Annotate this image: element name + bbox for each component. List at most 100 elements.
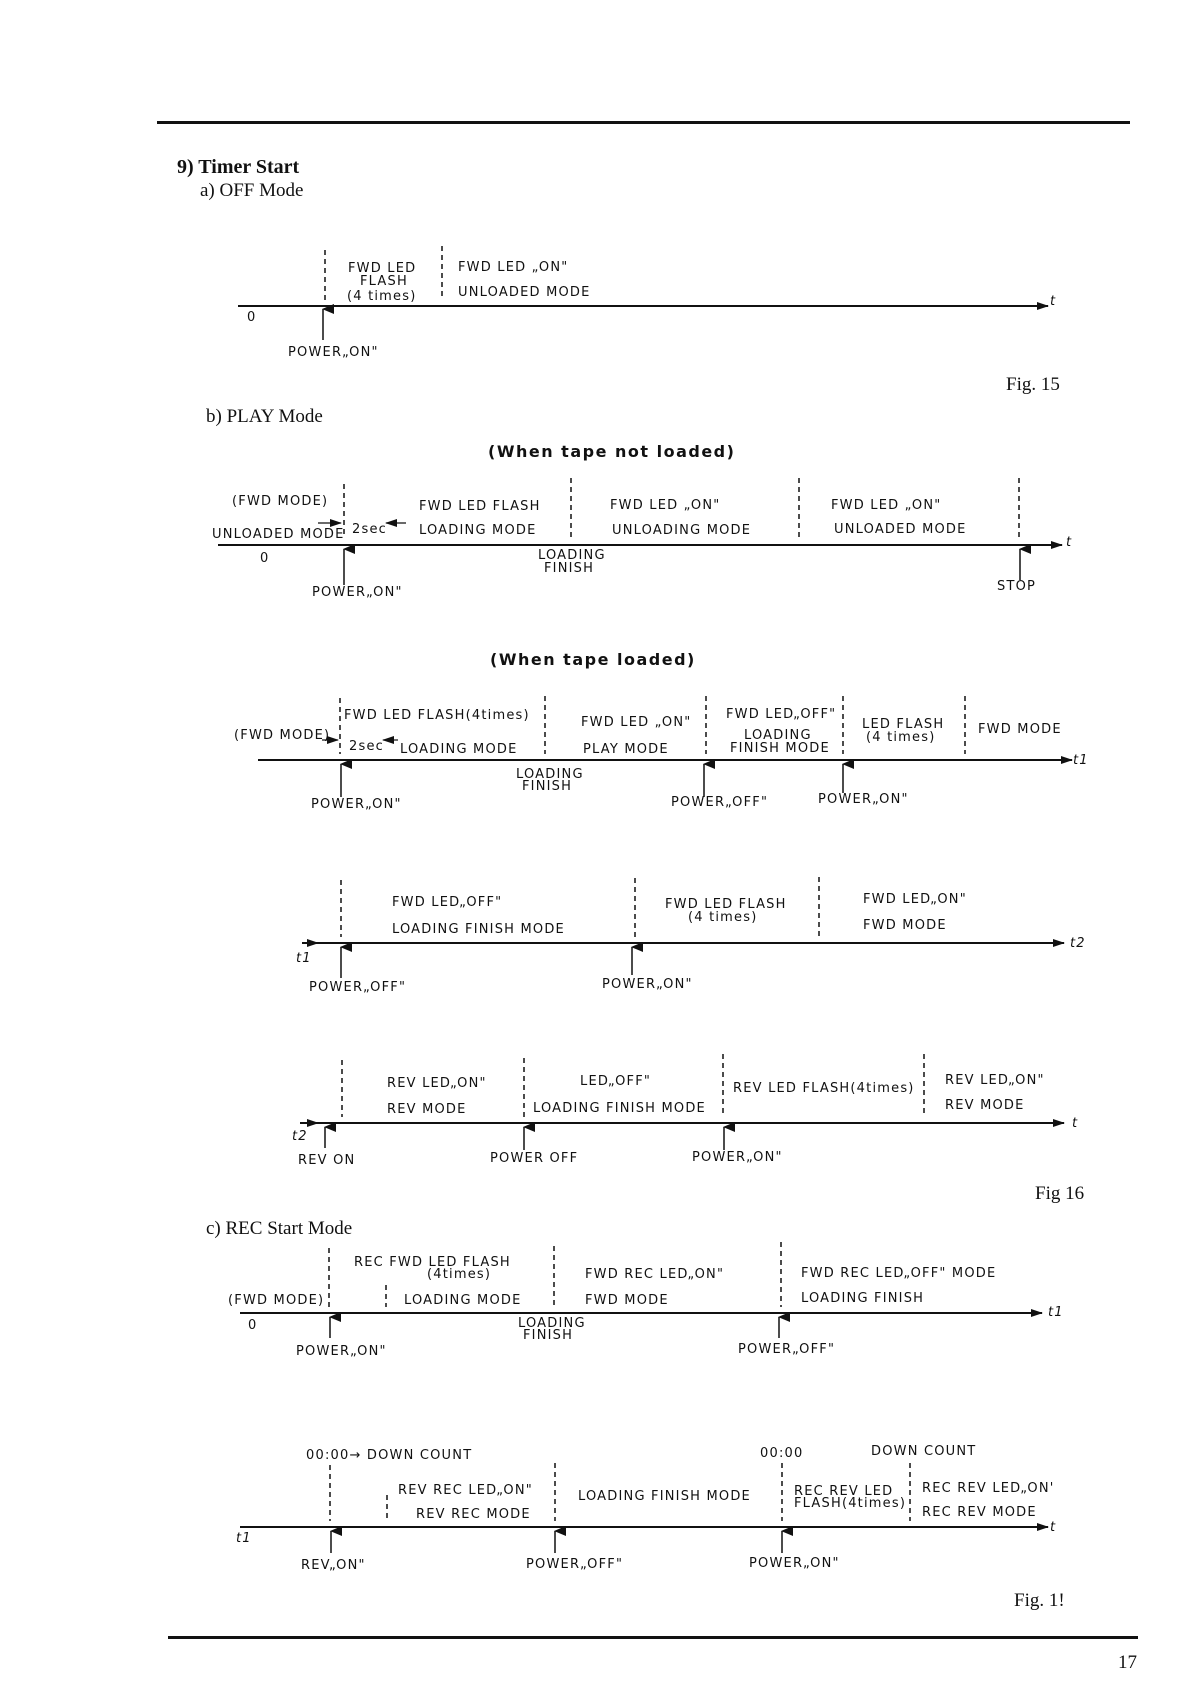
state-label: UNLOADED MODE bbox=[834, 522, 967, 537]
event-label: POWER„ON" bbox=[602, 977, 693, 992]
event-label: LOADING bbox=[516, 767, 584, 782]
event-label: POWER OFF bbox=[490, 1151, 578, 1166]
event-label: POWER„ON" bbox=[749, 1556, 840, 1571]
state-label: REV LED„ON" bbox=[945, 1073, 1045, 1088]
event-label: FINISH bbox=[544, 561, 594, 576]
event-label: LOADING bbox=[538, 548, 606, 563]
event-label: REV„ON" bbox=[301, 1558, 366, 1573]
time-axis-label: t1 bbox=[296, 951, 312, 966]
state-label: FWD LED FLASH bbox=[419, 499, 541, 514]
time-axis-label: t1 bbox=[1073, 753, 1089, 768]
event-label: POWER„ON" bbox=[312, 585, 403, 600]
state-label: LOADING MODE bbox=[404, 1293, 522, 1308]
diagram-rec-start-1: 0 t1 REC FWD LED FLASH (4times) (FWD MOD… bbox=[228, 1242, 1063, 1359]
event-label: POWER„ON" bbox=[311, 797, 402, 812]
origin-label: 0 bbox=[247, 310, 256, 325]
state-label: FWD LED „ON" bbox=[458, 260, 568, 275]
interval-label: 2sec bbox=[352, 522, 387, 537]
origin-label: 0 bbox=[248, 1318, 257, 1333]
diagram-play-loaded-2: t1 t2 FWD LED„OFF" LOADING FINISH MODE F… bbox=[296, 877, 1086, 995]
diagram-captions: (When tape not loaded) (When tape loaded… bbox=[488, 442, 735, 669]
state-label: REV MODE bbox=[945, 1098, 1025, 1113]
top-rule bbox=[157, 121, 1130, 124]
state-label: UNLOADING MODE bbox=[612, 523, 751, 538]
state-label: REV MODE bbox=[387, 1102, 467, 1117]
state-label: FLASH(4times) bbox=[794, 1496, 906, 1511]
state-label: LOADING MODE bbox=[400, 742, 518, 757]
diagram-play-not-loaded: 0 t (FWD MODE) UNLOADED MODE 2sec FWD LE… bbox=[212, 478, 1072, 600]
event-label: FINISH bbox=[523, 1328, 573, 1343]
state-label: (FWD MODE) bbox=[232, 494, 328, 509]
time-axis-label: t bbox=[1066, 535, 1072, 550]
state-label: REV LED FLASH(4times) bbox=[733, 1081, 915, 1096]
subsection-rec-start-mode: c) REC Start Mode bbox=[206, 1218, 353, 1239]
event-label: STOP bbox=[997, 579, 1036, 594]
state-label: LED FLASH bbox=[862, 717, 944, 732]
state-label: REV REC MODE bbox=[416, 1507, 531, 1522]
diagram-rec-start-2: t1 t 00:00→ DOWN COUNT REV REC LED„ON" R… bbox=[236, 1444, 1055, 1573]
time-axis-label: t2 bbox=[1070, 936, 1086, 951]
diagram-play-loaded-3: t2 t REV LED„ON" REV MODE LED„OFF" LOADI… bbox=[292, 1054, 1078, 1168]
state-label: (FWD MODE) bbox=[234, 728, 330, 743]
state-label: FWD MODE bbox=[585, 1293, 669, 1308]
section-title: 9) Timer Start bbox=[177, 156, 300, 178]
state-label: LOADING bbox=[744, 728, 812, 743]
state-label: FWD LED„ON" bbox=[863, 892, 967, 907]
interval-label: 2sec bbox=[349, 739, 384, 754]
state-label: (FWD MODE) bbox=[228, 1293, 324, 1308]
state-label: UNLOADED MODE bbox=[458, 285, 591, 300]
state-label: (4 times) bbox=[866, 730, 936, 745]
state-label: FWD LED FLASH bbox=[665, 897, 787, 912]
state-label: FWD REC LED„ON" bbox=[585, 1267, 724, 1282]
caption-tape-not-loaded: (When tape not loaded) bbox=[488, 442, 735, 461]
figure-label-16: Fig 16 bbox=[1035, 1183, 1085, 1204]
state-label: REC REV LED bbox=[794, 1484, 893, 1499]
state-label: FWD REC LED„OFF" MODE bbox=[801, 1266, 996, 1281]
page-number: 17 bbox=[1118, 1652, 1137, 1673]
event-label: POWER„ON" bbox=[288, 345, 379, 360]
event-label: LOADING bbox=[518, 1316, 586, 1331]
event-label: POWER„ON" bbox=[296, 1344, 387, 1359]
state-label: FWD MODE bbox=[863, 918, 947, 933]
figure-label-15: Fig. 15 bbox=[1006, 374, 1060, 395]
state-label: FWD MODE bbox=[978, 722, 1062, 737]
time-axis-label: t1 bbox=[236, 1531, 252, 1546]
state-label: 00:00 bbox=[760, 1446, 803, 1461]
event-label: POWER„OFF" bbox=[526, 1557, 623, 1572]
state-label: (4 times) bbox=[347, 289, 417, 304]
state-label: DOWN COUNT bbox=[871, 1444, 976, 1459]
subsection-play-mode: b) PLAY Mode bbox=[206, 406, 323, 427]
event-label: POWER„ON" bbox=[818, 792, 909, 807]
event-label: POWER„OFF" bbox=[309, 980, 406, 995]
state-label: REV REC LED„ON" bbox=[398, 1483, 533, 1498]
state-label: (4 times) bbox=[688, 910, 758, 925]
state-label: 00:00→ DOWN COUNT bbox=[306, 1448, 472, 1463]
subsection-off-mode: a) OFF Mode bbox=[200, 180, 304, 201]
time-axis-label: t bbox=[1072, 1116, 1078, 1131]
state-label: LOADING FINISH MODE bbox=[578, 1489, 751, 1504]
state-label: FINISH MODE bbox=[730, 741, 830, 756]
diagram-off-mode: 0 t FWD LED FLASH (4 times) FWD LED „ON"… bbox=[238, 246, 1056, 360]
caption-tape-loaded: (When tape loaded) bbox=[490, 650, 696, 669]
state-label: LOADING MODE bbox=[419, 523, 537, 538]
figure-label-17: Fig. 1! bbox=[1014, 1590, 1065, 1611]
state-label: FWD LED „ON" bbox=[831, 498, 941, 513]
state-label: FWD LED FLASH(4times) bbox=[344, 708, 530, 723]
event-label: POWER„ON" bbox=[692, 1150, 783, 1165]
event-label: POWER„OFF" bbox=[671, 795, 768, 810]
state-label: LED„OFF" bbox=[580, 1074, 651, 1089]
state-label: FWD LED „ON" bbox=[610, 498, 720, 513]
state-label: UNLOADED MODE bbox=[212, 527, 345, 542]
event-label: FINISH bbox=[522, 779, 572, 794]
state-label: REC REV MODE bbox=[922, 1505, 1037, 1520]
event-label: POWER„OFF" bbox=[738, 1342, 835, 1357]
state-label: REC FWD LED FLASH bbox=[354, 1255, 511, 1270]
state-label: FLASH bbox=[360, 274, 408, 289]
origin-label: 0 bbox=[260, 551, 269, 566]
state-label: PLAY MODE bbox=[583, 742, 669, 757]
state-label: LOADING FINISH MODE bbox=[392, 922, 565, 937]
time-axis-label: t bbox=[1050, 294, 1056, 309]
state-label: FWD LED„OFF" bbox=[392, 895, 502, 910]
